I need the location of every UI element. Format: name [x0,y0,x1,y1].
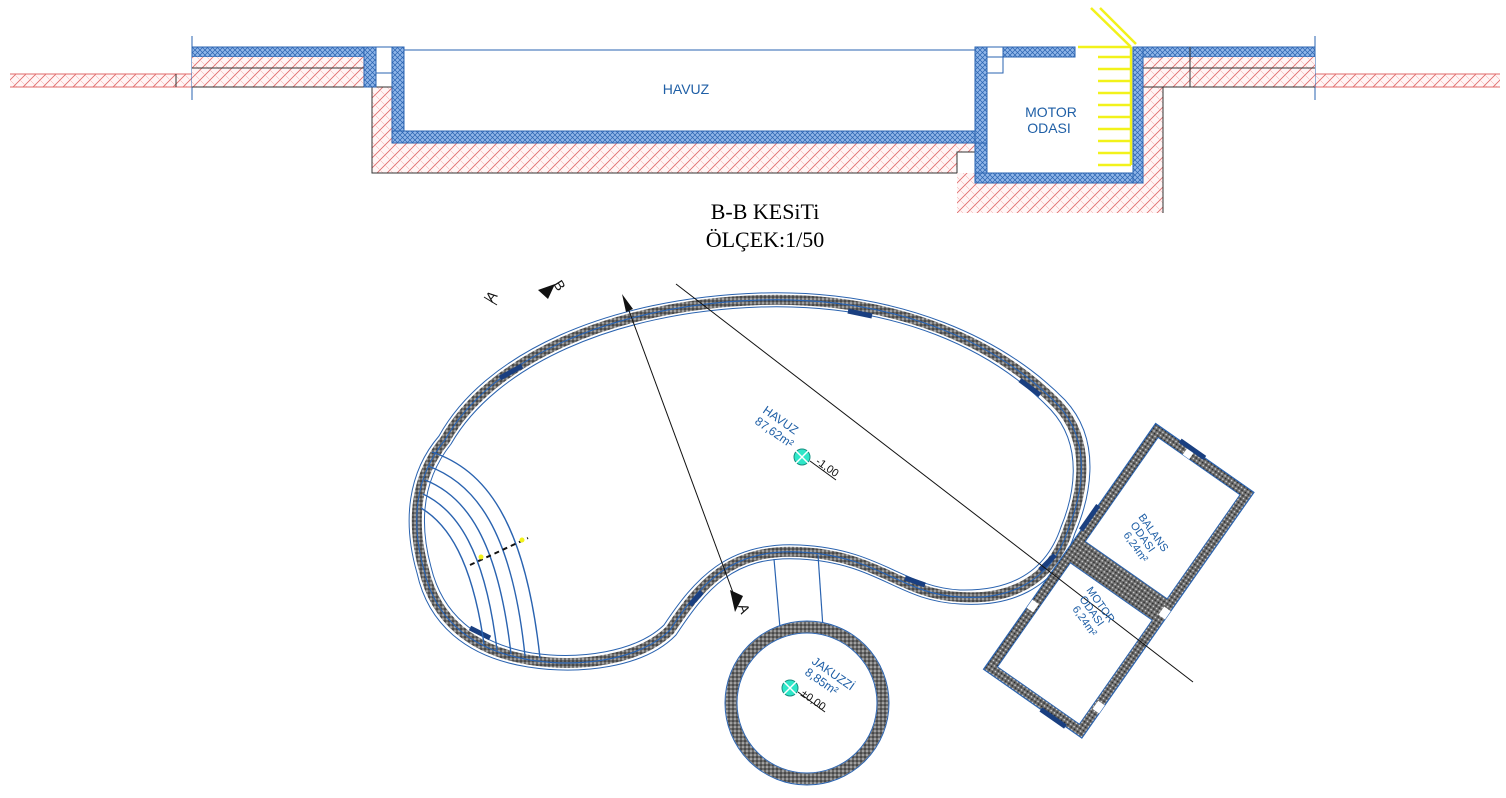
section-title: B-B KESiTi [711,199,820,224]
pool-plan: A B A HAVUZ 87,62m² -1,00 JAKUZZİ 8,85m²… [408,277,1255,786]
deck-left [191,46,372,88]
stair-nosing-marks [469,537,529,566]
soil-around-pool [371,86,976,174]
section-marker-bottom: A [730,590,754,616]
section-marker-top: A B [482,277,633,312]
ground-left [10,73,192,88]
pool-level: -1,00 [813,456,840,480]
section-motor-room-label-2: ODASI [1027,120,1071,136]
marker-b-label: B [550,277,569,293]
section-b-b: HAVUZ MOTOR ODASI B-B KESiTi ÖLÇEK:1/50 [10,7,1500,252]
marker-a-top-label: A [482,287,501,305]
plant-rooms [982,422,1255,739]
pool-outline-accents [468,308,1057,641]
jacuzzi-connection [773,554,824,629]
section-motor-room-label-1: MOTOR [1025,104,1077,120]
pool-entry-steps [420,451,541,659]
deck-right [1142,46,1316,88]
pool-level-marker [793,448,837,481]
ground-right [1315,73,1500,88]
jacuzzi [724,620,890,786]
motor-room-walls [974,46,1144,184]
jacuzzi-level-marker [781,679,826,713]
section-scale: ÖLÇEK:1/50 [706,227,825,252]
section-cut-lines [627,283,1194,683]
section-pool-label: HAVUZ [663,81,710,97]
motor-room-stair [1078,7,1137,167]
pool-walls [363,46,988,144]
